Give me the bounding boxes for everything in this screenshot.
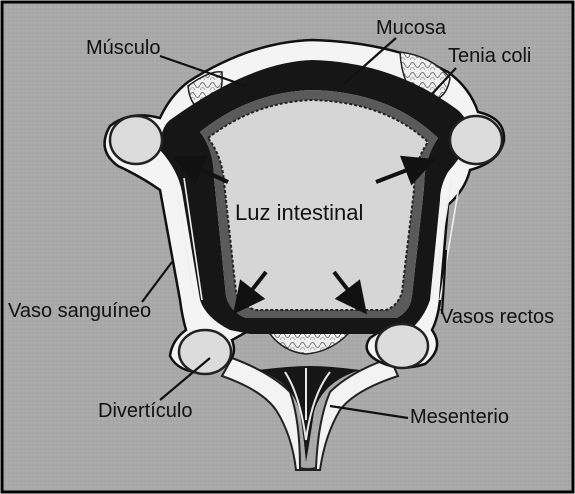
label-musculo: Músculo — [86, 37, 160, 59]
label-vaso-sanguineo: Vaso sanguíneo — [8, 300, 151, 322]
label-vasos-rectos: Vasos rectos — [440, 306, 554, 328]
label-mesenterio: Mesenterio — [410, 406, 509, 428]
label-mucosa: Mucosa — [376, 17, 447, 39]
label-diverticulo: Divertículo — [98, 400, 192, 422]
label-luz-intestinal: Luz intestinal — [235, 200, 363, 225]
label-tenia-coli: Tenia coli — [448, 45, 531, 67]
